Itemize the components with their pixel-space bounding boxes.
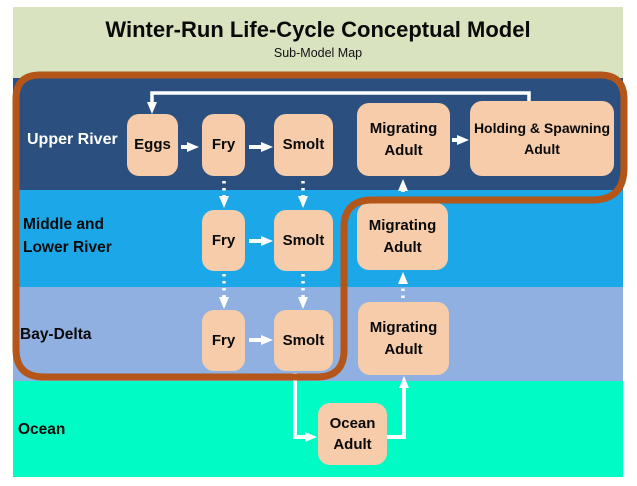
stage-box-smolt-bay: Smolt <box>274 310 333 371</box>
stage-box-eggs-upper: Eggs <box>127 114 178 176</box>
stage-box-fry-middle: Fry <box>202 210 245 271</box>
stage-box-smolt-middle: Smolt <box>274 210 333 271</box>
stage-box-ocean-adult: Ocean Adult <box>318 403 387 465</box>
stage-box-smolt-upper: Smolt <box>274 114 333 176</box>
zone-label-upper-river: Upper River <box>27 131 118 148</box>
stage-box-fry-upper: Fry <box>202 114 245 176</box>
zone-label-bay-delta: Bay-Delta <box>20 326 92 343</box>
stage-box-migrating-adult-bay: Migrating Adult <box>358 302 449 375</box>
zone-label-ocean: Ocean <box>18 421 66 438</box>
zone-label-middle-lower-river: Middle and Lower River <box>23 216 112 257</box>
stage-box-holding-spawning-adult: Holding & Spawning Adult <box>470 101 614 176</box>
stage-box-fry-bay: Fry <box>202 310 245 371</box>
header: Winter-Run Life-Cycle Conceptual Model S… <box>13 7 623 78</box>
stage-box-migrating-adult-middle: Migrating Adult <box>357 203 448 270</box>
diagram-title: Winter-Run Life-Cycle Conceptual Model <box>105 17 531 42</box>
stage-box-migrating-adult-upper: Migrating Adult <box>357 103 450 176</box>
diagram-subtitle: Sub-Model Map <box>273 46 363 60</box>
